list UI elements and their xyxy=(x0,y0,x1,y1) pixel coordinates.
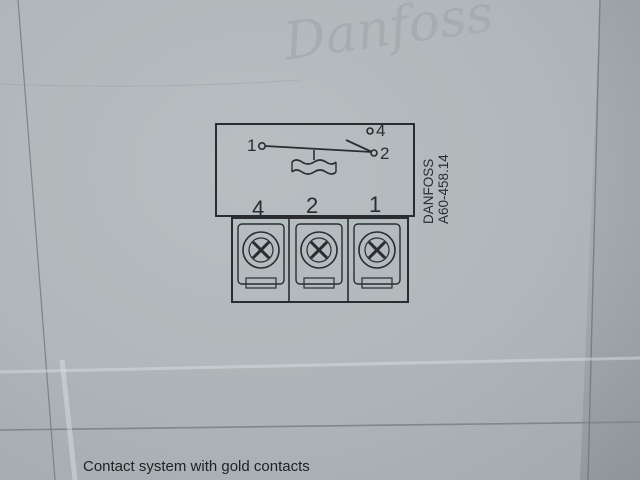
right-border-line xyxy=(587,0,601,481)
terminal-label-4: 4 xyxy=(252,196,265,221)
terminal-label-1: 1 xyxy=(369,192,382,217)
terminal-screw-4 xyxy=(237,223,285,289)
terminal-screw-2 xyxy=(295,223,343,289)
fold-line-vertical xyxy=(59,359,78,481)
fold-line-horizontal xyxy=(0,356,640,374)
switch-arm-tip xyxy=(345,139,373,153)
table-border-line xyxy=(0,421,640,431)
left-border-line xyxy=(17,0,56,481)
part-number: A60-458.14 xyxy=(436,154,451,224)
paper-panel-lower xyxy=(0,360,585,480)
terminal-block xyxy=(231,217,409,303)
contact-label-1: 1 xyxy=(247,136,257,155)
paper-panel-upper xyxy=(0,0,600,372)
bellows-spring xyxy=(291,159,337,175)
manufacturer-name: DANFOSS xyxy=(421,158,436,224)
table-caption: Contact system with gold contacts xyxy=(83,458,310,475)
bellows-sides xyxy=(291,162,337,172)
switch-arm xyxy=(264,145,373,153)
contact-2-terminal xyxy=(370,149,378,157)
contact-4-terminal xyxy=(366,127,374,135)
switch-housing xyxy=(215,123,415,217)
terminal-screw-1 xyxy=(353,223,401,289)
faint-crease xyxy=(0,79,301,87)
contact-label-4: 4 xyxy=(376,121,386,140)
terminal-label-2: 2 xyxy=(306,193,319,218)
manufacturer-block: DANFOSS A60-458.14 xyxy=(421,154,451,224)
contact-label-2: 2 xyxy=(380,144,390,163)
